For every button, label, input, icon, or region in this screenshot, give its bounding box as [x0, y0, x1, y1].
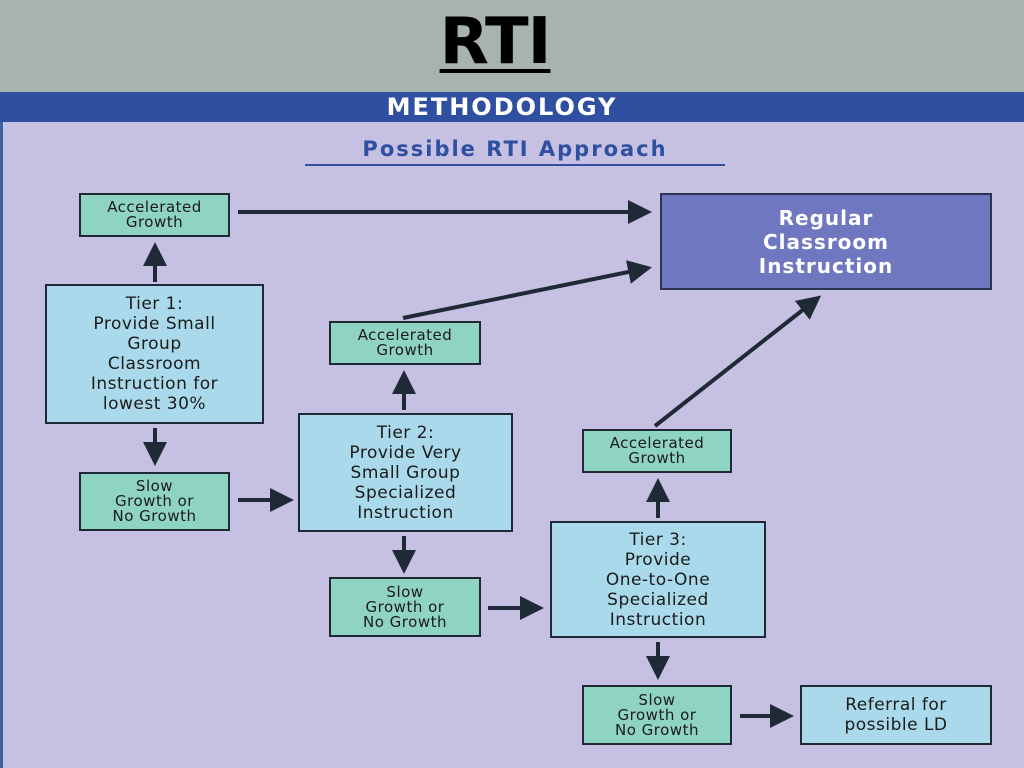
slide-title: RTI: [439, 5, 552, 79]
banner-text: METHODOLOGY: [386, 93, 618, 121]
tier3-slow-box: Slow Growth or No Growth: [582, 685, 732, 745]
tier1-slow-box: Slow Growth or No Growth: [79, 472, 230, 531]
figure-subtitle: Possible RTI Approach: [305, 136, 725, 166]
tier2-box: Tier 2: Provide Very Small Group Special…: [298, 413, 513, 532]
tier1-box: Tier 1: Provide Small Group Classroom In…: [45, 284, 264, 424]
regular-classroom-box: Regular Classroom Instruction: [660, 193, 992, 290]
tier1-accelerated-box: Accelerated Growth: [79, 193, 230, 237]
slide-header: [0, 0, 1024, 92]
tier2-accelerated-box: Accelerated Growth: [329, 321, 481, 365]
tier2-slow-box: Slow Growth or No Growth: [329, 577, 481, 637]
figure-banner: [0, 92, 1024, 122]
tier3-accelerated-box: Accelerated Growth: [582, 429, 732, 473]
arrow-acc3-to-regular: [653, 295, 822, 428]
tier3-box: Tier 3: Provide One-to-One Specialized I…: [550, 521, 766, 638]
referral-box: Referral for possible LD: [800, 685, 992, 745]
arrow-acc2-to-regular: [402, 260, 652, 320]
